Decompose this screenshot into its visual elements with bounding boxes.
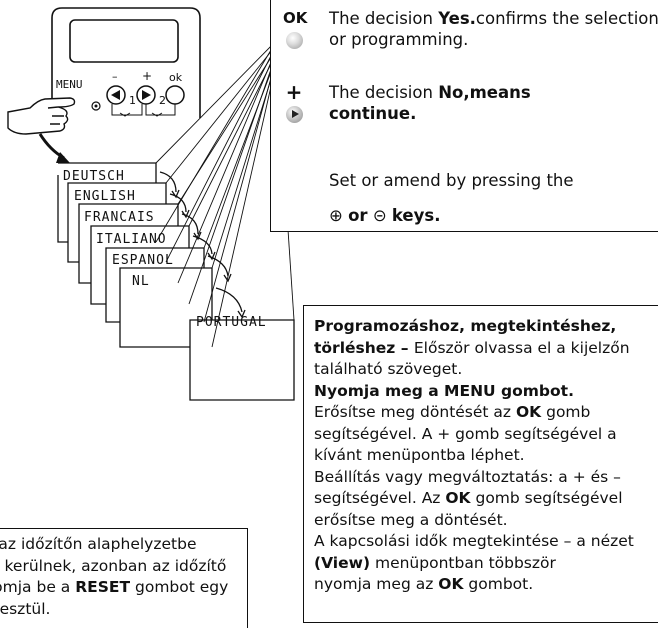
keys-or: or <box>348 206 368 225</box>
instr-line-5c: gomb <box>541 403 591 421</box>
instr-line-6: segítségével. A + gomb segítségével a <box>314 424 617 443</box>
ok-circle-icon <box>286 32 303 49</box>
instr-line-9b: OK <box>445 489 471 507</box>
plus-key-icon: ⊕ <box>329 206 343 225</box>
play-circle-icon <box>286 106 303 123</box>
ok-text-line2: or programming. <box>329 30 469 49</box>
minus-label: – <box>112 70 118 83</box>
instr-line-8: Beállítás vagy megváltoztatás: a + és – <box>314 467 621 486</box>
minus-button[interactable] <box>106 85 126 105</box>
instr-line-9c: gomb segítségével <box>470 489 623 507</box>
minus-key-icon: ⊝ <box>372 206 387 225</box>
instr-line-5b: OK <box>515 403 542 421</box>
keys-word: keys. <box>391 206 441 225</box>
reset-line-2: re kerülnek, azonban az időzítő <box>0 556 227 575</box>
instr-line-1: Programozáshoz, megtekintéshez, <box>314 317 617 335</box>
language-cards <box>57 162 295 401</box>
instr-line-5a: Erősítse meg döntését az <box>314 403 516 421</box>
menu-label: MENU <box>56 78 83 91</box>
instructions-box: Programozáshoz, megtekintéshez, törléshe… <box>303 305 658 623</box>
ok-symbol: OK <box>283 9 308 27</box>
bracket-lines <box>111 104 176 117</box>
ok-button[interactable] <box>165 85 185 105</box>
ok-text-post: confirms the selection <box>475 9 658 28</box>
reset-line-1: a az időzítőn alaphelyzetbe <box>0 535 197 553</box>
reset-line-3c: gombot egy <box>130 578 229 596</box>
language-francais: FRANCAIS <box>84 210 155 225</box>
reset-line-3a: yomja be a <box>0 578 71 596</box>
reset-hole[interactable] <box>91 101 101 111</box>
timer-device <box>51 7 201 118</box>
ok-text-pre: The decision <box>329 9 439 28</box>
instr-line-11: A kapcsolási idők megtekintése – a nézet <box>314 532 634 550</box>
button-2-label: 2 <box>159 94 166 107</box>
language-espanol: ESPANOL <box>112 253 174 268</box>
plus-label: + <box>142 69 152 83</box>
instr-line-12b: menüpontban többször <box>370 553 556 572</box>
instr-line-10: erősítse meg a döntését. <box>314 510 508 529</box>
plus-symbol: + <box>285 80 303 104</box>
ok-text-bold: Yes. <box>438 9 476 28</box>
instr-line-13a: nyomja meg az <box>314 575 439 593</box>
instr-line-2a: törléshez – <box>314 338 414 357</box>
instr-line-2b: Először olvassa el a kijelzőn <box>413 338 630 357</box>
language-deutsch: DEUTSCH <box>63 169 125 184</box>
legend-box: OK The decision Yes.confirms the selecti… <box>270 0 658 232</box>
reset-line-4: eresztül. <box>0 599 51 618</box>
instr-line-12a: (View) <box>314 553 371 572</box>
reset-box: a az időzítőn alaphelyzetbe re kerülnek,… <box>0 528 248 628</box>
set-text: Set or amend by pressing the <box>329 171 574 190</box>
card-arrows <box>159 171 246 319</box>
pointing-hand-icon <box>7 97 76 135</box>
plus-text-line2: continue. <box>329 104 417 123</box>
instr-line-4: Nyomja meg a MENU gombot. <box>314 381 574 400</box>
ok-label: ok <box>169 71 183 84</box>
language-italiano: ITALIANO <box>96 232 167 247</box>
language-portugal: PORTUGAL <box>196 315 267 330</box>
instr-line-13b: OK <box>438 575 464 593</box>
language-nl: NL <box>132 274 150 289</box>
instr-line-9a: segítségével. Az <box>314 489 446 507</box>
button-1-label: 1 <box>129 94 136 107</box>
instr-line-7: kívánt menüpontba léphet. <box>314 446 525 464</box>
plus-button[interactable] <box>136 85 156 105</box>
instr-line-13c: gombot. <box>463 575 534 593</box>
instr-line-3: található szöveget. <box>314 360 463 378</box>
language-english: ENGLISH <box>74 189 136 204</box>
plus-text-bold: No,means <box>438 83 531 102</box>
reset-line-3b: RESET <box>75 578 131 596</box>
plus-text-pre: The decision <box>329 83 439 102</box>
